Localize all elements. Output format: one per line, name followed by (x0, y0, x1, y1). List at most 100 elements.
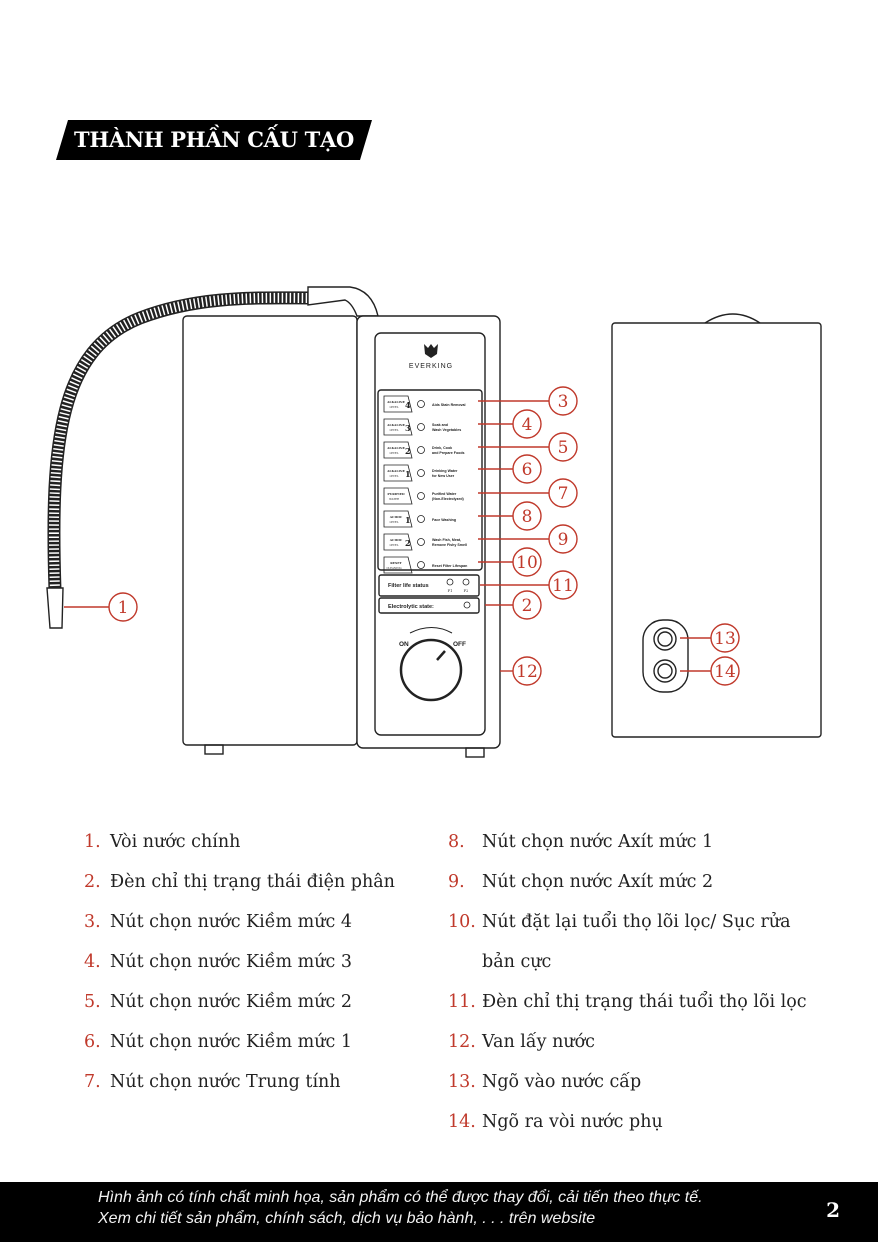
callout-number: 6 (522, 460, 533, 480)
rear-port-panel (642, 619, 689, 693)
legend-item-text: Ngõ ra vòi nước phụ (482, 1112, 663, 1132)
legend-item-number: 3. (84, 912, 101, 932)
legend-item-text: Nút chọn nước Axít mức 1 (482, 832, 714, 852)
callout-number: 3 (558, 392, 569, 412)
callout-circle (710, 623, 740, 653)
button-badge-level: LEVEL (389, 451, 398, 455)
legend-item-number: 10. (448, 912, 476, 932)
button-badge-type: ACIDIC (389, 538, 403, 542)
callout-number: 8 (522, 507, 533, 527)
callout-10: 10 (478, 547, 542, 577)
legend-item-number: 13. (448, 1072, 476, 1092)
button-function-icon (417, 423, 425, 431)
callout-number: 5 (558, 438, 569, 458)
button-badge (383, 418, 413, 436)
legend-item-text: Đèn chỉ thị trạng thái điện phân (110, 872, 395, 892)
button-function-icon (417, 515, 425, 523)
callout-11: 11 (480, 570, 578, 600)
f1-indicator-light (446, 578, 454, 586)
page-title: THÀNH PHẦN CẤU TẠO (74, 127, 354, 152)
button-badge-level: CLEANING (386, 566, 401, 570)
button-description: Wash Fish, Meat, (432, 538, 461, 542)
dial-on-label: ON (399, 641, 409, 648)
inlet-port (653, 627, 677, 651)
callout-circle (548, 478, 578, 508)
callout-circle (512, 547, 542, 577)
button-badge-level: LEVEL (389, 428, 398, 432)
machine-rear (611, 322, 822, 738)
button-level-number: 4 (405, 400, 411, 410)
legend-item-text: Nút chọn nước Kiềm mức 2 (110, 992, 353, 1012)
callout-8: 8 (478, 501, 542, 531)
legend-item-text: Vòi nước chính (110, 832, 241, 852)
button-description: Reset Filter Lifespan (432, 564, 467, 568)
callout-number: 14 (714, 662, 736, 682)
footer-line-1: Hình ảnh có tính chất minh họa, sản phẩm… (98, 1189, 703, 1206)
button-level-number: 1 (405, 515, 411, 525)
callout-circle (512, 656, 542, 686)
callout-number: 4 (522, 415, 533, 435)
machine-front (356, 315, 501, 749)
callout-13: 13 (680, 623, 740, 653)
dial-off-label: OFF (453, 641, 466, 648)
button-level-number: 3 (405, 423, 411, 433)
legend-item-number: 1. (84, 832, 101, 852)
section-title-banner: THÀNH PHẦN CẤU TẠO (56, 120, 372, 160)
legend-item-number: 6. (84, 1032, 101, 1052)
button-description: Soak and (432, 423, 448, 427)
button-description: Drinking Water (432, 469, 458, 473)
callout-12: 12 (500, 656, 542, 686)
legend-item-text: Nút chọn nước Trung tính (110, 1072, 341, 1092)
control-panel (374, 332, 486, 736)
button-badge (383, 533, 413, 551)
button-badge-type: RESET (390, 561, 402, 565)
callout-number: 11 (552, 576, 574, 596)
callout-number: 1 (118, 598, 129, 618)
button-badge-type: ALKALINE (386, 423, 406, 427)
callout-circle (548, 570, 578, 600)
legend-item-text: Nút chọn nước Kiềm mức 4 (110, 912, 353, 932)
button-badge (383, 487, 413, 505)
button-badge-type: PURIFIED (387, 492, 405, 496)
crown-logo-icon (424, 344, 438, 358)
electrolytic-indicator-light (463, 601, 471, 609)
callout-9: 9 (478, 524, 578, 554)
button-level-number: 1 (405, 469, 411, 479)
callout-number: 10 (516, 553, 538, 573)
footer-note: Hình ảnh có tính chất minh họa, sản phẩm… (98, 1187, 703, 1229)
title-background (56, 120, 372, 160)
button-badge-level: WATER (389, 497, 400, 501)
callout-number: 9 (558, 530, 569, 550)
callout-1: 1 (64, 592, 138, 622)
f1-label: F1 (448, 589, 453, 593)
button-description: Wash Vegetables (432, 428, 461, 432)
button-function-icon (417, 469, 425, 477)
button-badge-type: ALKALINE (386, 469, 406, 473)
button-function-icon (417, 492, 425, 500)
callout-circle (548, 524, 578, 554)
callout-circle (512, 454, 542, 484)
legend-item-text: Ngõ vào nước cấp (482, 1072, 642, 1092)
button-function-icon (417, 538, 425, 546)
callout-circle (710, 656, 740, 686)
callout-circle (512, 590, 542, 620)
callout-14: 14 (680, 656, 740, 686)
button-level-number: 2 (405, 538, 411, 548)
button-badge-level: LEVEL (389, 405, 398, 409)
water-valve-dial[interactable] (399, 638, 463, 702)
legend-item-text: Van lấy nước (482, 1032, 595, 1052)
button-function-icon (417, 561, 425, 569)
legend-item-number: 2. (84, 872, 101, 892)
filter-life-indicator (378, 574, 480, 597)
callout-circle (512, 501, 542, 531)
callout-number: 7 (558, 484, 569, 504)
